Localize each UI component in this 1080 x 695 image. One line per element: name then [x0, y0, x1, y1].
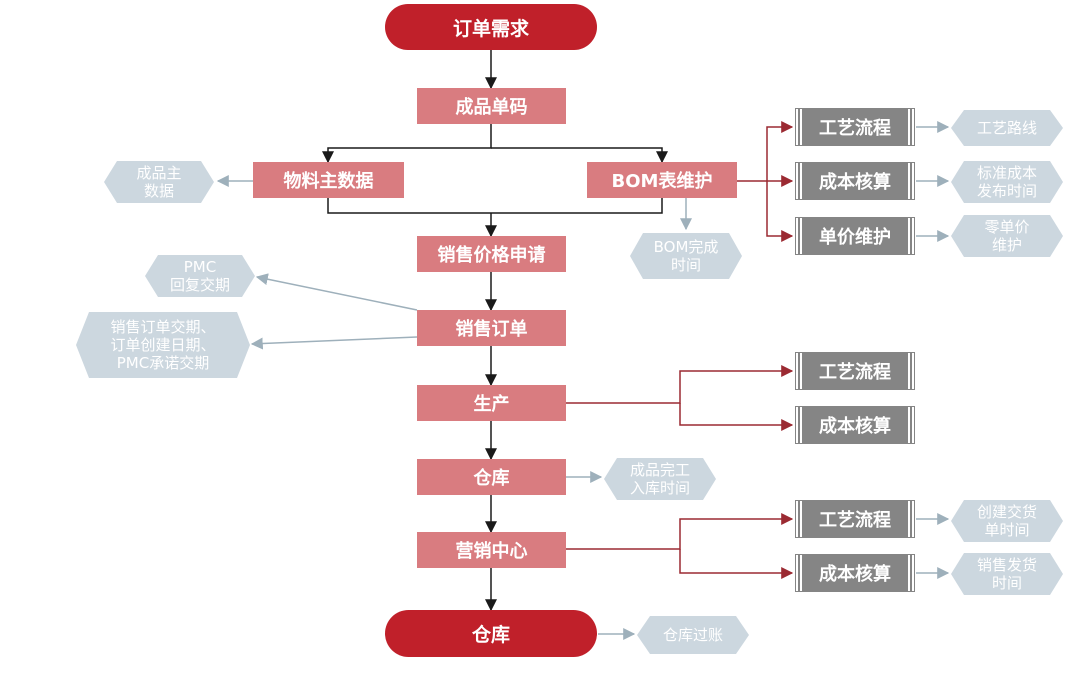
node-marketing-label: 营销中心 — [455, 541, 528, 562]
node-cost-3: 成本核算 — [795, 554, 915, 592]
node-cost-2-label: 成本核算 — [819, 416, 891, 437]
note-process-route: 工艺路线 — [951, 110, 1063, 146]
node-process-2-label: 工艺流程 — [819, 362, 891, 383]
node-order-demand-label: 订单需求 — [452, 17, 529, 40]
note-line: PMC承诺交期 — [116, 354, 210, 372]
note-warehouse-post: 仓库过账 — [637, 616, 749, 654]
node-marketing: 营销中心 — [417, 532, 566, 568]
note-delivery-created: 创建交货单时间 — [951, 500, 1063, 542]
note-std-cost: 标准成本发布时间 — [951, 161, 1063, 203]
node-unit-price: 单价维护 — [795, 217, 915, 255]
node-process-3: 工艺流程 — [795, 500, 915, 538]
node-production: 生产 — [417, 385, 566, 421]
node-product-code: 成品单码 — [417, 88, 566, 124]
branch-code-split-right — [491, 147, 668, 164]
node-process-1: 工艺流程 — [795, 108, 915, 146]
node-product-code-label: 成品单码 — [455, 97, 528, 118]
node-sales-order: 销售订单 — [417, 310, 566, 346]
note-shipping-time: 销售发货时间 — [951, 553, 1063, 595]
note-line: 仓库过账 — [662, 626, 723, 644]
note-line: 时间 — [991, 574, 1022, 592]
node-material-master-label: 物料主数据 — [283, 171, 374, 192]
node-material-master: 物料主数据 — [253, 162, 404, 198]
note-line: 工艺路线 — [976, 119, 1037, 137]
node-cost-3-label: 成本核算 — [819, 564, 891, 585]
note-line: 销售订单交期、 — [110, 318, 216, 336]
node-cost-2: 成本核算 — [795, 406, 915, 444]
branch-code-split — [322, 124, 492, 164]
node-order-demand: 订单需求 — [385, 4, 597, 50]
note-line: 零单价 — [984, 218, 1030, 236]
node-bom-maintain: BOM表维护 — [587, 162, 737, 198]
node-sales-price: 销售价格申请 — [417, 236, 566, 272]
note-line: BOM完成 — [653, 238, 719, 256]
node-sales-order-label: 销售订单 — [455, 319, 528, 340]
note-line: 订单创建日期、 — [110, 336, 216, 354]
node-process-3-label: 工艺流程 — [819, 510, 891, 531]
note-product-master: 成品主数据 — [104, 161, 214, 203]
node-warehouse-end: 仓库 — [385, 610, 597, 657]
node-cost-1: 成本核算 — [795, 162, 915, 200]
node-production-label: 生产 — [473, 394, 510, 415]
node-process-2: 工艺流程 — [795, 352, 915, 390]
note-line: 创建交货 — [976, 503, 1037, 521]
note-line: 发布时间 — [976, 182, 1037, 200]
merge-line — [327, 198, 663, 214]
note-order-dates: 销售订单交期、订单创建日期、PMC承诺交期 — [76, 312, 250, 378]
note-line: 销售发货 — [976, 556, 1037, 574]
node-sales-price-label: 销售价格申请 — [437, 245, 546, 266]
note-line: 维护 — [991, 236, 1022, 254]
node-warehouse: 仓库 — [417, 459, 566, 495]
node-warehouse-end-label: 仓库 — [471, 624, 510, 646]
node-cost-1-label: 成本核算 — [819, 172, 891, 193]
note-part-price: 零单价维护 — [951, 215, 1063, 257]
note-line: 时间 — [670, 256, 701, 274]
node-unit-price-label: 单价维护 — [819, 227, 891, 248]
note-line: 入库时间 — [629, 479, 690, 497]
note-stock-in: 成品完工入库时间 — [604, 458, 716, 500]
note-line: 成品完工 — [629, 461, 690, 479]
node-warehouse-label: 仓库 — [473, 468, 510, 489]
note-line: 成品主 — [136, 164, 182, 182]
note-line: 数据 — [143, 182, 174, 200]
node-bom-maintain-label: BOM表维护 — [611, 171, 713, 192]
note-line: 标准成本 — [976, 164, 1037, 182]
note-bom-done: BOM完成时间 — [630, 233, 742, 279]
note-line: 回复交期 — [169, 276, 230, 294]
note-line: 单时间 — [984, 521, 1030, 539]
note-line: PMC — [183, 258, 217, 276]
node-process-1-label: 工艺流程 — [819, 118, 891, 139]
